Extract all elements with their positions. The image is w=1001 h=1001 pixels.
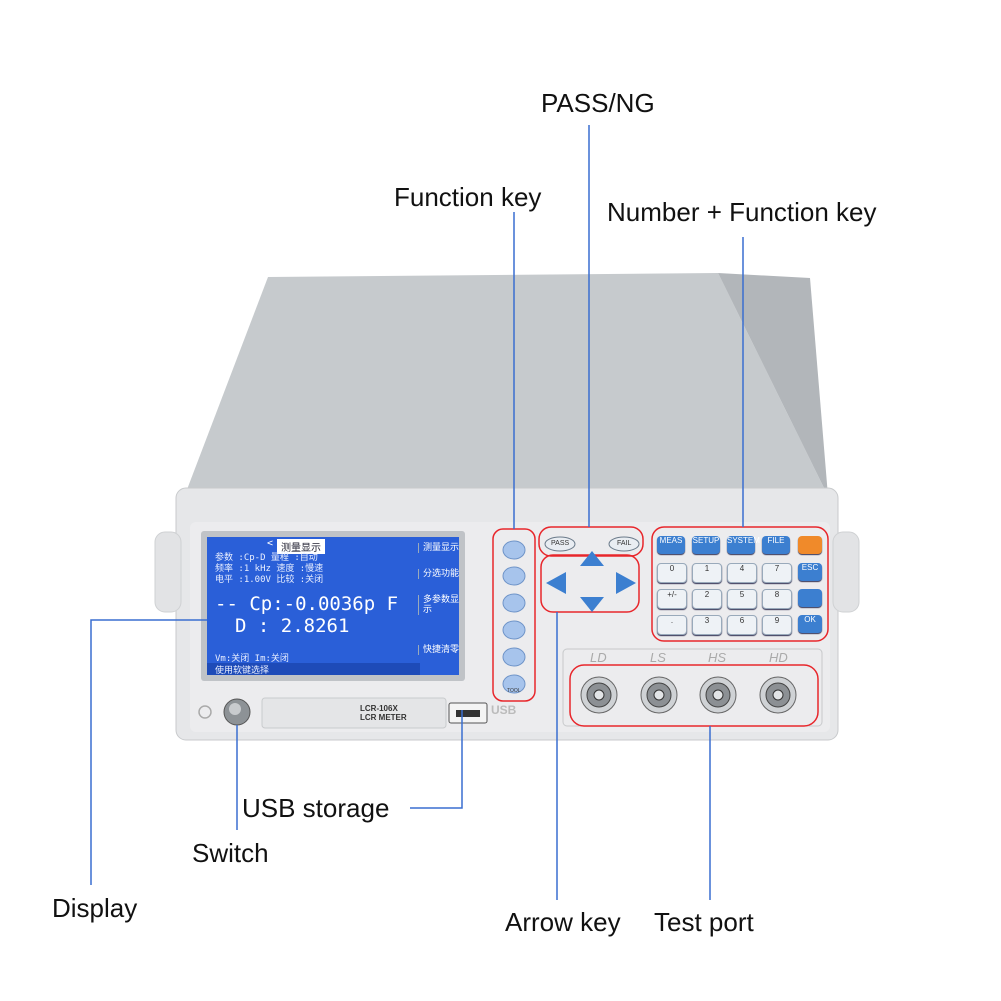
arrow-up-key	[580, 551, 604, 566]
leader-lines	[90, 125, 744, 900]
power-symbol	[198, 705, 212, 719]
key-meas[interactable]: MEAS	[657, 536, 685, 554]
key-system[interactable]: SYSTEM	[727, 536, 760, 554]
key-7[interactable]: 7	[762, 563, 792, 583]
arrow-down-key	[580, 597, 604, 612]
housing-top-right	[718, 273, 828, 496]
model-label: LCR-106X LCR METER	[360, 704, 407, 722]
key-4[interactable]: 4	[727, 563, 757, 583]
pass-label: PASS	[551, 540, 570, 547]
left-handle	[154, 531, 182, 613]
key-8[interactable]: 8	[762, 589, 792, 609]
port-label-ld: LD	[590, 650, 607, 665]
lcd-footer: Vm:关闭 Im:关闭	[215, 654, 289, 664]
pass-indicator	[544, 536, 576, 552]
lcd-tab: 测量显示	[277, 539, 325, 554]
key-5[interactable]: 5	[727, 589, 757, 609]
usb-label: USB	[491, 703, 517, 717]
lcd-tab-arrows: < >	[267, 538, 285, 549]
tool-label: TOOL	[507, 688, 521, 694]
fail-indicator	[608, 536, 640, 552]
lcd-reading-primary: -- Cp:-0.0036p F	[215, 593, 399, 615]
key-dot[interactable]: .	[657, 615, 687, 635]
arrow-keys[interactable]	[546, 551, 636, 612]
key-orange[interactable]	[798, 536, 822, 554]
key-2[interactable]: 2	[692, 589, 722, 609]
test-port-outline	[569, 664, 819, 727]
keypad-outline[interactable]	[651, 526, 829, 642]
function-keys[interactable]	[502, 540, 526, 694]
lcd-softkey-2[interactable]: 分选功能	[418, 569, 459, 579]
key-setup[interactable]: SETUP	[692, 536, 720, 554]
model-plate	[261, 697, 447, 729]
lcd-softkey-3[interactable]: 多参数显示	[418, 595, 459, 615]
lcd-reading-secondary: D : 2.8261	[235, 615, 350, 637]
key-3[interactable]: 3	[692, 615, 722, 635]
lcd-row-freq: 频率 :1 kHz 速度 :慢速	[215, 564, 324, 574]
callout-pass-ng: PASS/NG	[541, 88, 655, 118]
port-label-hs: HS	[708, 650, 727, 665]
housing-top	[183, 273, 828, 500]
key-6[interactable]: 6	[727, 615, 757, 635]
model-line-2: LCR METER	[360, 713, 407, 722]
key-esc[interactable]: ESC	[798, 563, 822, 581]
port-label-ls: LS	[650, 650, 666, 665]
callout-test-port: Test port	[654, 907, 754, 937]
key-file[interactable]: FILE	[762, 536, 790, 554]
key-plus-minus[interactable]: +/-	[657, 589, 687, 609]
callout-switch: Switch	[192, 838, 269, 868]
callout-usb-storage: USB storage	[242, 793, 390, 823]
lcd-softkey-1[interactable]: 测量显示	[418, 543, 459, 553]
key-ok[interactable]: OK	[798, 615, 822, 633]
lcd-row-level: 电平 :1.00V 比较 :关闭	[215, 575, 324, 585]
bnc-connectors[interactable]	[580, 676, 797, 714]
fail-label: FAIL	[617, 540, 632, 547]
key-minus[interactable]	[798, 589, 822, 607]
lcd-hint: 使用软键选择	[207, 663, 420, 675]
port-label-hd: HD	[769, 650, 788, 665]
key-1[interactable]: 1	[692, 563, 722, 583]
lcd-row-params: 参数 :Cp-D 量程 :自动	[215, 553, 318, 563]
callout-arrow-key: Arrow key	[505, 907, 621, 937]
callout-display: Display	[52, 893, 138, 923]
arrow-left-key	[546, 572, 566, 594]
lcd-softkey-4[interactable]: 快捷清零	[418, 645, 459, 655]
callout-number-function-key: Number + Function key	[607, 197, 877, 227]
callout-function-key: Function key	[394, 182, 542, 212]
key-0[interactable]: 0	[657, 563, 687, 583]
right-handle	[832, 531, 860, 613]
model-line-1: LCR-106X	[360, 704, 398, 713]
key-9[interactable]: 9	[762, 615, 792, 635]
arrow-right-key	[616, 572, 636, 594]
lcd-screen: < > 测量显示 参数 :Cp-D 量程 :自动 频率 :1 kHz 速度 :慢…	[207, 537, 459, 675]
